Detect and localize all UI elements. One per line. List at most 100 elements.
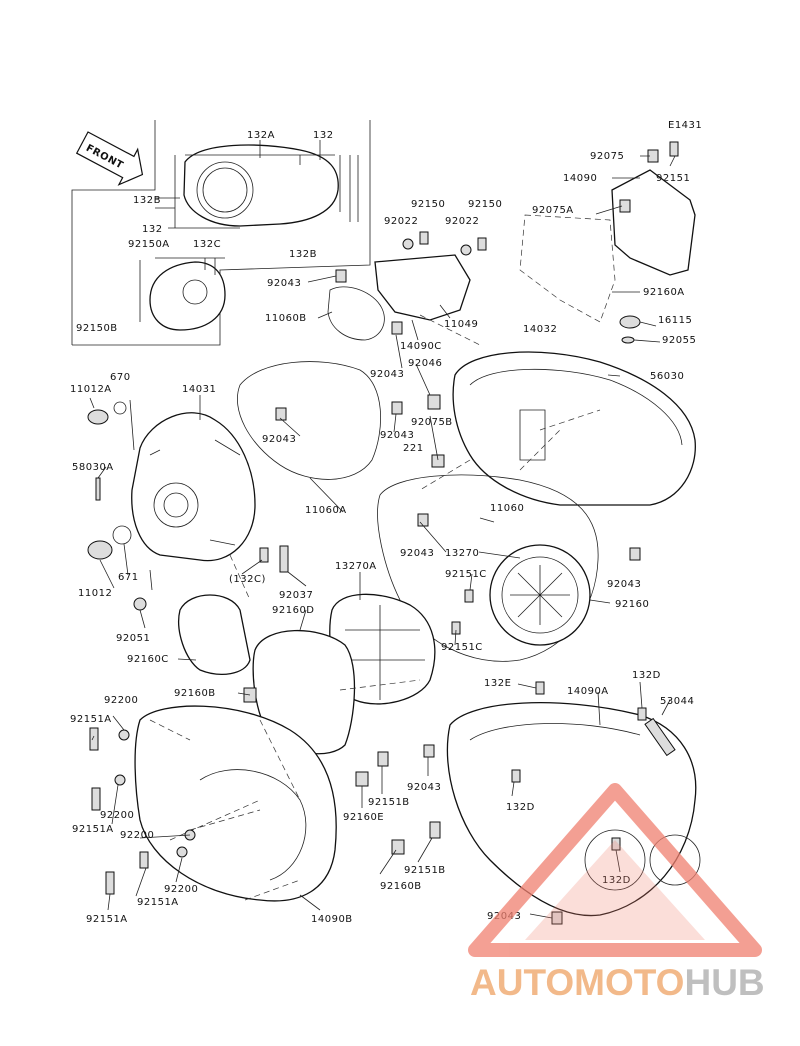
label-11060A: 11060A: [305, 505, 347, 516]
gasket-11060B: [327, 286, 385, 341]
label-92160B-1: 92160B: [174, 688, 216, 699]
washer-92051: [133, 597, 147, 611]
gasket-11060A: [237, 361, 381, 480]
label-92043-d: 92043: [380, 430, 414, 441]
dowel-92043-a: [335, 269, 347, 283]
bolt-92150-2: [477, 237, 487, 251]
label-92160B-2: 92160B: [380, 881, 422, 892]
dowel-92043-e: [417, 513, 429, 527]
washer-92022-2: [460, 244, 472, 256]
bolt-92151: [669, 141, 679, 157]
cover-14090: [611, 169, 696, 276]
plug-11012: [87, 540, 113, 560]
label-92043-f: 92043: [607, 579, 641, 590]
label-92151C-2: 92151C: [441, 642, 483, 653]
label-92200-3: 92200: [120, 830, 154, 841]
label-92043-b: 92043: [370, 369, 404, 380]
label-92151A-1: 92151A: [70, 714, 112, 725]
label-132B: 132B: [133, 195, 161, 206]
diagram-id: E1431: [668, 120, 702, 131]
label-92043-c: 92043: [262, 434, 296, 445]
label-13270: 13270: [445, 548, 479, 559]
plug-11012A: [87, 409, 109, 425]
label-92150-1: 92150: [411, 199, 445, 210]
dowel-92043-f: [629, 547, 641, 561]
plate-92160D: [252, 629, 356, 755]
label-92043-a: 92043: [267, 278, 301, 289]
bolt-92150-1: [419, 231, 429, 245]
washer-92075A: [619, 199, 631, 213]
label-92022-1: 92022: [384, 216, 418, 227]
label-92046: 92046: [408, 358, 442, 369]
label-53044: 53044: [660, 696, 694, 707]
dowel-92043-g: [423, 744, 435, 758]
bolt-132E: [535, 681, 545, 695]
label-92151A-2: 92151A: [72, 824, 114, 835]
label-92160D: 92160D: [272, 605, 315, 616]
pin-58030A: [95, 477, 101, 501]
label-132D-2: 132D: [506, 802, 535, 813]
washer-92022-1: [402, 238, 414, 250]
label-92150A: 92150A: [128, 239, 170, 250]
label-11012: 11012: [78, 588, 112, 599]
bolt-92151C-1: [464, 589, 474, 603]
grommet-92160B-2: [391, 839, 405, 855]
label-92200-2: 92200: [100, 810, 134, 821]
label-14090C: 14090C: [400, 341, 442, 352]
watermark-triangle-icon: [468, 783, 762, 957]
bolt-132C: [259, 547, 269, 563]
label-671: 671: [118, 572, 139, 583]
inset-detail: FRONT: [71, 120, 371, 346]
label-13270A: 13270A: [335, 561, 377, 572]
oring-671: [112, 525, 132, 545]
oring-92055: [621, 336, 635, 344]
alignment-lines: [149, 314, 601, 901]
washer-92200-1: [118, 729, 130, 741]
oring-670: [113, 401, 127, 415]
label-16115: 16115: [658, 315, 692, 326]
derby-cover: [489, 544, 591, 646]
grommet-92160E: [355, 771, 369, 787]
label-11049: 11049: [444, 319, 478, 330]
label-14031: 14031: [182, 384, 216, 395]
label-92075B: 92075B: [411, 417, 453, 428]
label-132D-1: 132D: [632, 670, 661, 681]
label-221: 221: [403, 443, 424, 454]
dowel-92043-b: [391, 321, 403, 335]
plate-92160C: [178, 594, 251, 675]
label-11012A: 11012A: [70, 384, 112, 395]
label-92151: 92151: [656, 173, 690, 184]
front-arrow-icon: FRONT: [75, 131, 144, 186]
label-14032: 14032: [523, 324, 557, 335]
bolt-92151A-3: [139, 851, 149, 869]
watermark-text: AUTOMOTOHUB: [470, 962, 765, 1004]
bolt-92151A-1: [89, 727, 99, 751]
label-92160: 92160: [615, 599, 649, 610]
label-92043-g: 92043: [407, 782, 441, 793]
watermark-logo: [468, 783, 762, 957]
label-92075: 92075: [590, 151, 624, 162]
label-92200-4: 92200: [164, 884, 198, 895]
watermark-text-2: HUB: [684, 962, 765, 1003]
label-92160A: 92160A: [643, 287, 685, 298]
label-56030: 56030: [650, 371, 684, 382]
label-14090B: 14090B: [311, 914, 353, 925]
watermark-text-1: AUTOMOTO: [470, 962, 685, 1003]
label-132: 132: [313, 130, 334, 141]
label-92150B: 92150B: [76, 323, 118, 334]
cover-14031: [131, 412, 256, 562]
bolt-132D-1: [637, 707, 647, 721]
label-92043-e: 92043: [400, 548, 434, 559]
label-92160E: 92160E: [343, 812, 384, 823]
washer-92200-2: [114, 774, 126, 786]
label-92151A-4: 92151A: [86, 914, 128, 925]
pin-92037: [279, 545, 289, 573]
label-132C: 132C: [193, 239, 221, 250]
label-132E: 132E: [484, 678, 511, 689]
bearing-92046: [427, 394, 441, 410]
label-11060B: 11060B: [265, 313, 307, 324]
plug-16115: [619, 315, 641, 329]
bracket-92075B: [431, 454, 445, 468]
label-92151A-3: 92151A: [137, 897, 179, 908]
